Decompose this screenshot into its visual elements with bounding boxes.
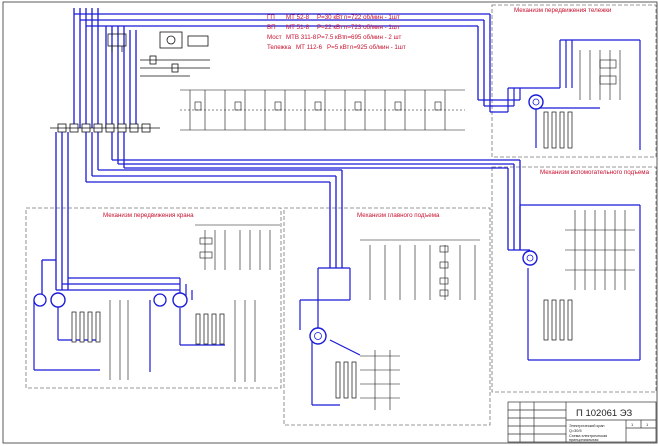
spec-speed: n=925 об/мин - 1шт — [350, 44, 406, 51]
spec-power: Р=7.5 кВт — [317, 34, 345, 41]
frame-auxiliary — [491, 166, 657, 393]
sheet-count: 1 — [646, 422, 649, 427]
spec-power: Р=30 кВт — [317, 14, 343, 21]
spec-power: Р=5 кВт — [327, 44, 350, 51]
spec-code: Мост — [267, 34, 282, 41]
section-title-auxiliary: Механизм вспомогательного подъема — [540, 169, 650, 176]
main-power-bus — [73, 8, 520, 128]
spec-model: МТВ 311-8 — [286, 34, 317, 41]
doc-number: П 102061 ЭЗ — [576, 408, 633, 419]
section-title-bridge: Механизм передвижения крана — [103, 212, 194, 219]
spec-speed: n=723 об/мин - 1шт — [344, 24, 400, 31]
title-line-4: принципиальная — [569, 438, 598, 442]
section-frames — [25, 4, 657, 426]
frame-trolley — [491, 4, 657, 158]
section-title-trolley: Механизм передвижения тележки — [514, 7, 612, 14]
main-hoist-mechanism — [299, 239, 480, 410]
bridge-motor-4 — [172, 292, 188, 308]
spec-power: Р=22 кВт — [317, 24, 343, 31]
main-hoist-motor — [309, 327, 327, 345]
spec-code: ВП — [267, 24, 276, 31]
section-title-main-hoist: Механизм главного подъема — [357, 212, 440, 219]
spec-speed: n=695 об/мин - 2 шт — [344, 34, 402, 41]
spec-model: МТ 51-8 — [286, 24, 310, 31]
spec-model: МТ 112-6 — [296, 44, 323, 51]
auxiliary-motor — [522, 250, 538, 266]
frame-main-hoist — [283, 207, 491, 426]
bridge-motor-1 — [33, 293, 47, 307]
bridge-motor-2 — [50, 292, 66, 308]
trolley-motor — [528, 94, 544, 110]
feeder-equipment — [107, 31, 210, 77]
sheet-number: 1 — [631, 422, 634, 427]
bridge-mechanism — [33, 224, 280, 382]
trolley-mechanism — [507, 39, 641, 150]
bridge-motor-3 — [153, 293, 167, 307]
spec-code: ГП — [267, 14, 275, 21]
spec-speed: n=722 об/мин - 1шт — [344, 14, 400, 21]
control-circuit-top — [180, 89, 465, 131]
protection-panel — [50, 123, 160, 133]
title-line-3: Схема электрическая — [569, 434, 607, 438]
motor-spec-table: ГП МТ 52-8 Р=30 кВт n=722 об/мин - 1шт В… — [267, 14, 406, 51]
auxiliary-resistors — [543, 299, 573, 341]
title-line-2: Q=30/5 — [569, 429, 582, 433]
main-hoist-resistors — [335, 361, 357, 399]
spec-model: МТ 52-8 — [286, 14, 310, 21]
title-block — [507, 401, 657, 443]
feeders-down — [41, 132, 521, 300]
trolley-resistors — [543, 111, 573, 149]
auxiliary-hoist-mechanism — [508, 204, 641, 361]
bridge-resistors — [71, 311, 225, 345]
spec-code: Тележка — [267, 44, 292, 51]
title-line-1: Электрический кран — [569, 424, 605, 428]
frame-bridge — [25, 207, 282, 389]
